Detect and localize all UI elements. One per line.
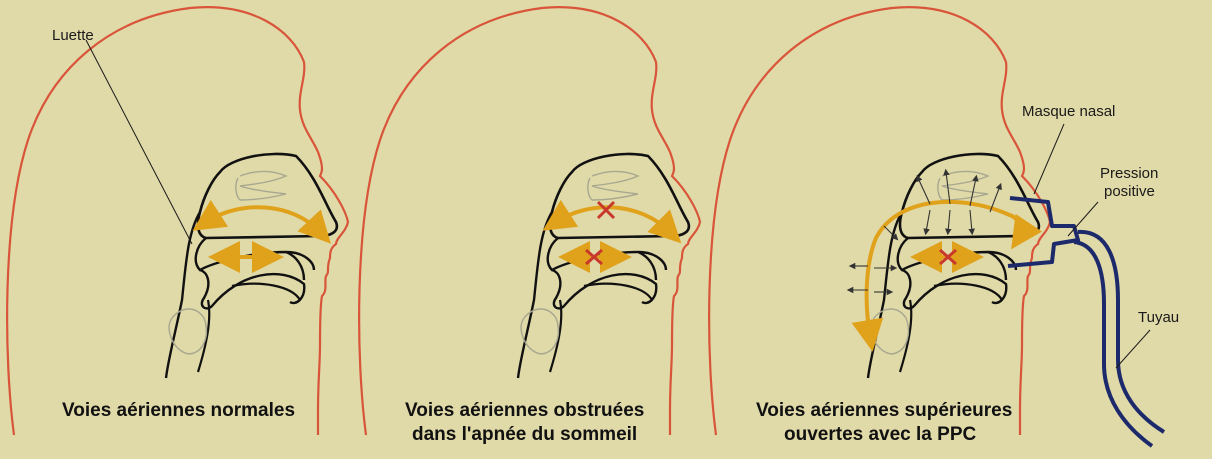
tuyau-label: Tuyau (1138, 309, 1179, 326)
luette-label: Luette (52, 27, 94, 44)
caption-cpap-2: ouvertes avec la PPC (784, 424, 976, 445)
caption-normal-1: Voies aériennes normales (62, 400, 295, 421)
caption-obstructed-2: dans l'apnée du sommeil (412, 424, 637, 445)
masque-label: Masque nasal (1022, 103, 1115, 120)
pression-label-2: positive (1104, 183, 1155, 200)
caption-obstructed-1: Voies aériennes obstruées (405, 400, 644, 421)
caption-cpap-1: Voies aériennes supérieures (756, 400, 1012, 421)
pression-label-1: Pression (1100, 165, 1158, 182)
